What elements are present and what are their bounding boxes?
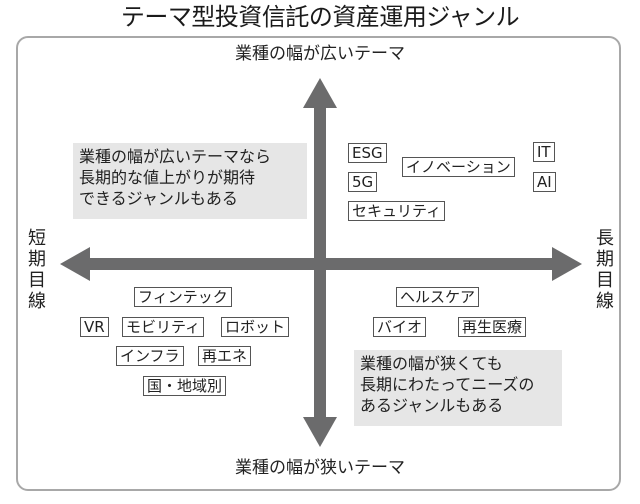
genre-tag-5g: 5G	[348, 172, 378, 192]
genre-tag-innovation: イノベーション	[402, 157, 515, 177]
axis-label-right: 長 期 目 線	[595, 228, 615, 312]
axis-label-right-char: 線	[596, 291, 614, 312]
arrow-up-icon	[303, 78, 337, 108]
note-line: 業種の幅が広いテーマなら	[79, 147, 272, 166]
arrow-left-icon	[60, 247, 90, 281]
axis-label-left-char: 線	[28, 291, 46, 312]
axis-label-right-char: 期	[596, 249, 614, 270]
diagram-frame	[16, 36, 621, 491]
genre-tag-fintech: フィンテック	[134, 287, 232, 307]
genre-tag-renewable: 再エネ	[198, 346, 252, 366]
note-line: 業種の幅が狭くても	[360, 354, 503, 373]
axis-label-right-char: 長	[596, 228, 614, 249]
axis-label-top: 業種の幅が広いテーマ	[235, 44, 405, 64]
note-top-left: 業種の幅が広いテーマなら 長期的な値上がりが期待 できるジャンルもある	[73, 143, 307, 219]
note-line: 長期的な値上がりが期待	[79, 168, 256, 187]
genre-tag-it: IT	[533, 142, 555, 162]
axis-label-right-char: 目	[596, 270, 614, 291]
genre-tag-robot: ロボット	[221, 317, 290, 337]
horizontal-axis-shaft	[85, 258, 555, 270]
genre-tag-ai: AI	[533, 172, 556, 192]
arrow-right-icon	[552, 247, 582, 281]
genre-tag-bio: バイオ	[373, 317, 427, 337]
note-line: 長期にわたってニーズの	[360, 375, 535, 394]
axis-label-left-char: 目	[28, 270, 46, 291]
genre-tag-healthcare: ヘルスケア	[396, 287, 480, 307]
genre-tag-infra: インフラ	[116, 346, 184, 366]
note-line: できるジャンルもある	[79, 189, 238, 208]
axis-label-bottom: 業種の幅が狭いテーマ	[235, 458, 405, 478]
axis-label-left: 短 期 目 線	[27, 228, 47, 312]
genre-tag-security: セキュリティ	[348, 201, 446, 221]
diagram-title: テーマ型投資信託の資産運用ジャンル	[120, 3, 520, 31]
axis-label-left-char: 期	[28, 249, 46, 270]
genre-tag-esg: ESG	[348, 143, 387, 163]
genre-tag-regenerative-medicine: 再生医療	[458, 317, 527, 337]
note-bottom-right: 業種の幅が狭くても 長期にわたってニーズの あるジャンルもある	[354, 350, 562, 426]
arrow-down-icon	[303, 417, 337, 447]
axis-label-left-char: 短	[28, 228, 46, 249]
genre-tag-country-region: 国・地域別	[143, 376, 227, 396]
note-line: あるジャンルもある	[360, 396, 504, 415]
genre-tag-vr: VR	[80, 317, 109, 337]
genre-tag-mobility: モビリティ	[122, 317, 205, 337]
